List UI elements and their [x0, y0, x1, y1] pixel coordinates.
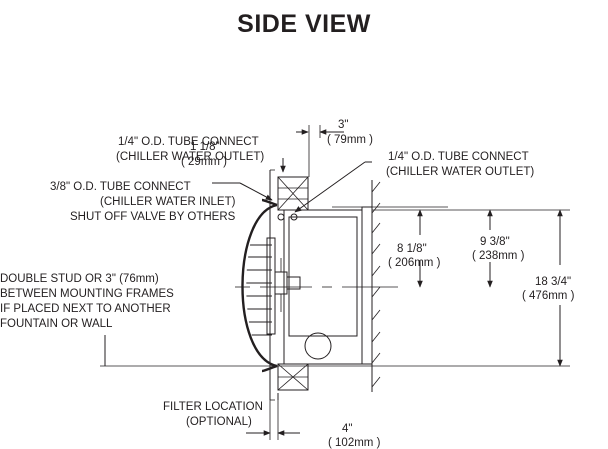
fountain-bowl: [241, 198, 301, 373]
tube-fitting-inlet: [277, 213, 285, 221]
leader-lines: [212, 158, 372, 400]
chiller-housing: [283, 206, 373, 365]
label-chiller-inlet: (CHILLER WATER INLET): [100, 196, 236, 208]
label-dim-9-3-8: 9 3/8": [480, 236, 510, 248]
label-dim-29mm: ( 29mm ): [181, 156, 227, 168]
label-dim-102mm: ( 102mm ): [328, 437, 381, 449]
label-double-stud-3: IF PLACED NEXT TO ANOTHER: [0, 303, 171, 315]
label-dim-476mm: ( 476mm ): [522, 290, 575, 302]
label-tube-connect-right: 1/4" O.D. TUBE CONNECT: [388, 151, 529, 163]
wall: [371, 180, 381, 392]
page-title: SIDE VIEW: [237, 10, 371, 38]
label-optional: (OPTIONAL): [186, 416, 252, 428]
label-dim-1-1-8: 1 1/8": [190, 141, 220, 153]
label-double-stud-2: BETWEEN MOUNTING FRAMES: [0, 288, 174, 300]
label-filter-location: FILTER LOCATION: [163, 401, 263, 413]
label-double-stud-1: DOUBLE STUD OR 3" (76mm): [0, 273, 159, 285]
label-dim-4: 4": [342, 423, 352, 435]
label-tube-connect-top: 1/4" O.D. TUBE CONNECT: [118, 136, 259, 148]
label-dim-8-1-8: 8 1/8": [397, 243, 427, 255]
label-shut-off-valve: SHUT OFF VALVE BY OTHERS: [70, 211, 236, 223]
label-chiller-outlet-right: (CHILLER WATER OUTLET): [386, 166, 534, 178]
label-chiller-outlet-top: (CHILLER WATER OUTLET): [116, 151, 264, 163]
label-double-stud-4: FOUNTAIN OR WALL: [0, 318, 113, 330]
diagram-labels: 1/4" O.D. TUBE CONNECT (CHILLER WATER OU…: [0, 119, 575, 449]
label-dim-79mm: ( 79mm ): [327, 134, 373, 146]
dimension-lines: [100, 125, 570, 440]
label-dim-206mm: ( 206mm ): [388, 257, 441, 269]
label-dim-238mm: ( 238mm ): [472, 250, 525, 262]
label-dim-18-3-4: 18 3/4": [535, 276, 571, 288]
label-dim-3: 3": [338, 119, 348, 131]
label-tube-connect-38: 3/8" O.D. TUBE CONNECT: [50, 181, 191, 193]
tube-fitting-outlet: [290, 213, 298, 221]
